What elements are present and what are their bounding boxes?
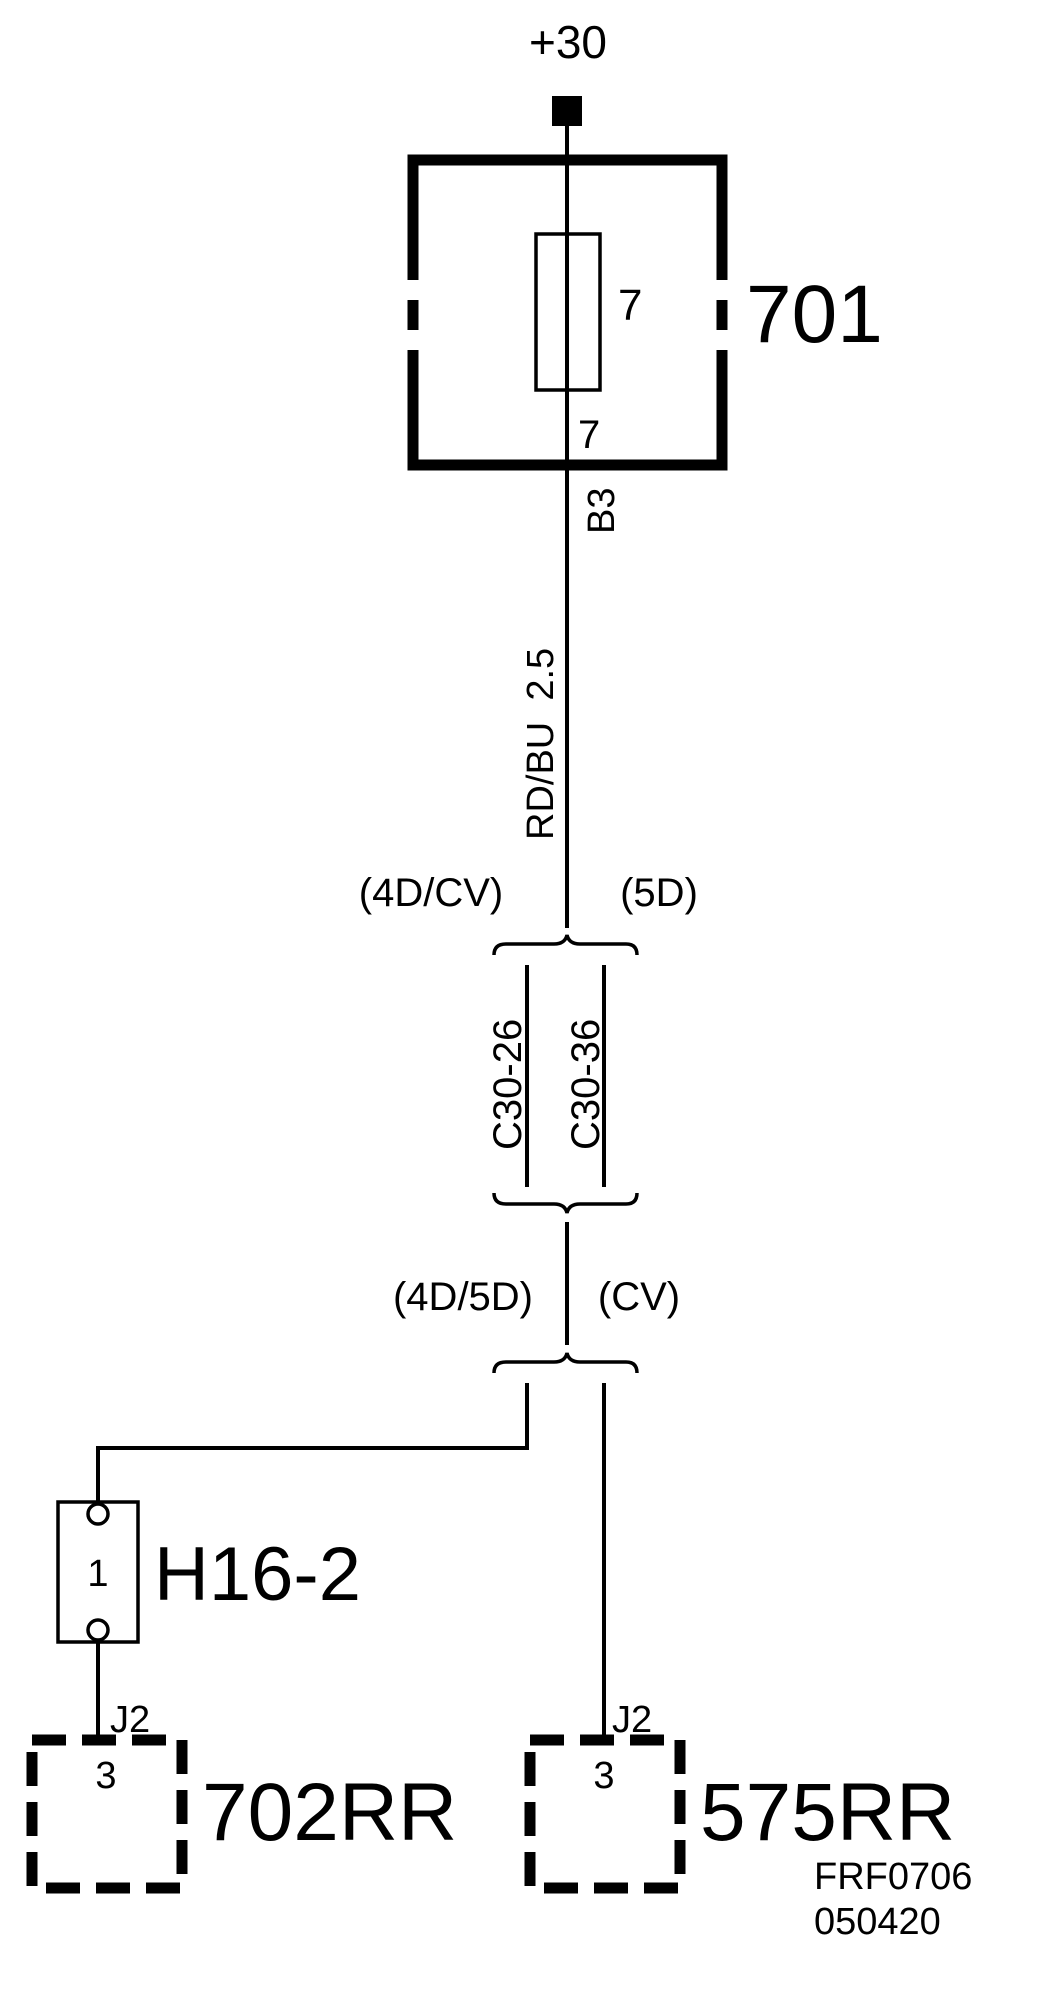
component-id: H16-2 [154,1532,361,1617]
splice-top-brace [492,934,639,956]
supply-label: +30 [529,16,607,68]
splice-bottom-right-variant: (CV) [598,1275,680,1319]
left-module-id: 702RR [202,1767,457,1858]
wire-color-size: RD/BU 2.5 [520,648,562,840]
left-module-connector: J2 [110,1699,150,1741]
splice-top-left-variant: (4D/CV) [359,871,503,915]
splice-right-label: C30-36 [564,1019,608,1150]
footer-date: 050420 [814,1901,941,1943]
left-module-box [26,1734,188,1894]
fuse-box-connector: B3 [581,488,623,534]
splice-bottom-left-variant: (4D/5D) [393,1275,533,1319]
fuse-number: 7 [618,281,642,330]
component-pin: 1 [87,1553,108,1595]
splice-middle-brace [492,1192,639,1214]
component-terminal-bottom [86,1618,110,1642]
component-terminal-top [86,1502,110,1526]
right-module-id: 575RR [700,1767,955,1858]
footer-code: FRF0706 [814,1856,972,1898]
splice-left-label: C30-26 [486,1019,530,1150]
fuse-pin: 7 [578,413,600,457]
right-module-pin: 3 [593,1755,614,1797]
fuse-box-id: 701 [746,269,883,360]
left-branch-wire [96,1383,529,1502]
splice-bottom-brace [492,1352,639,1374]
right-module-box [524,1734,686,1894]
splice-top-right-variant: (5D) [620,871,698,915]
left-module-pin: 3 [95,1755,116,1797]
right-module-connector: J2 [612,1699,652,1741]
